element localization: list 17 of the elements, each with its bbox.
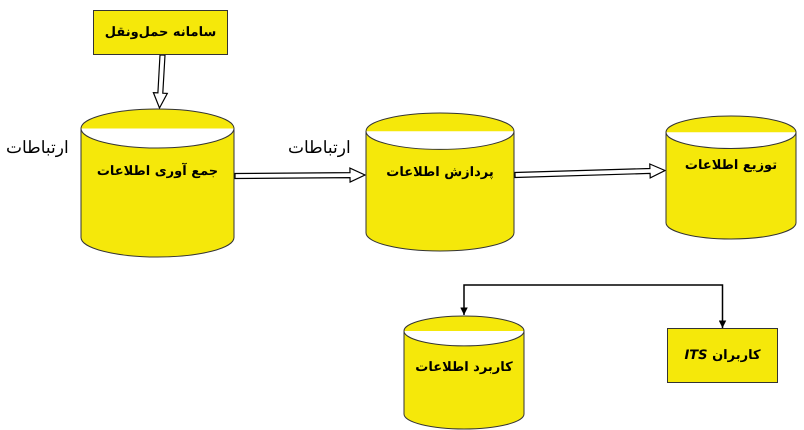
- process-box: [93, 10, 228, 55]
- cylinder-label: پردازش اطلاعات: [386, 164, 494, 180]
- side-label: ارتباطات: [6, 138, 69, 158]
- arrow: [152, 54, 168, 110]
- cylinder-label: توزیع اطلاعات: [684, 158, 778, 173]
- arrow: [460, 284, 726, 328]
- cylinder-label: جمع آوری اطلاعات: [96, 164, 218, 178]
- data-cylinder: [403, 315, 525, 430]
- data-cylinder: [365, 112, 515, 252]
- side-label: ارتباطات: [288, 138, 351, 158]
- arrow: [234, 167, 366, 184]
- cylinder-label: کاربرد اطلاعات: [415, 360, 513, 375]
- data-cylinder: [665, 115, 797, 240]
- arrow: [514, 163, 666, 179]
- process-box: [667, 328, 778, 383]
- data-cylinder: [80, 108, 235, 258]
- box-label: سامانه حمل‌ونقل: [104, 25, 216, 40]
